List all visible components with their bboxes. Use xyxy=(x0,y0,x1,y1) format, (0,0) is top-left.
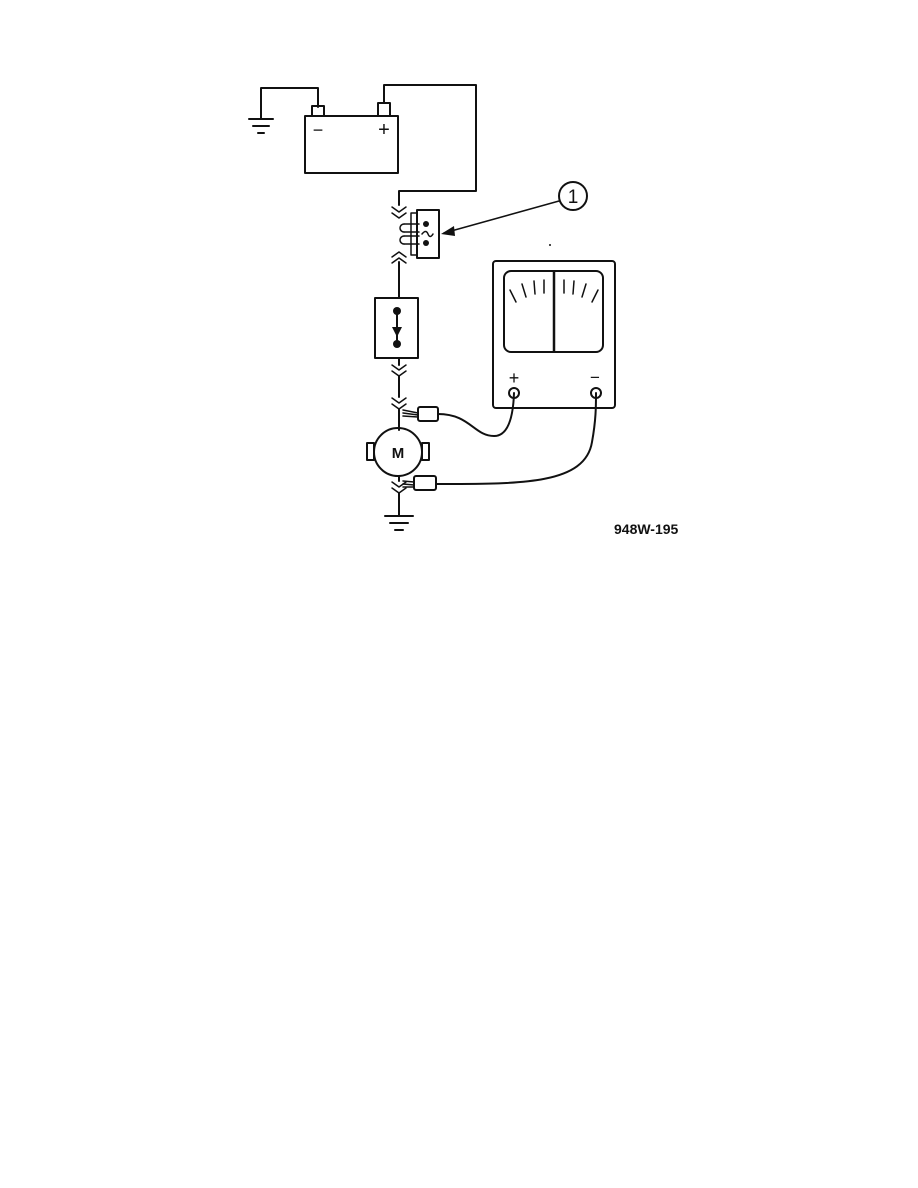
battery-positive-terminal xyxy=(377,102,391,117)
figure-id-label: 948W-195 xyxy=(614,521,679,537)
callout-arrowhead xyxy=(441,226,455,236)
battery-positive-label: + xyxy=(378,119,390,141)
battery-negative-label: − xyxy=(313,120,324,140)
motor: M xyxy=(366,427,430,477)
connector-above-motor xyxy=(391,397,407,410)
motor-label: M xyxy=(392,445,405,462)
meter-scale xyxy=(509,279,599,303)
battery: − + xyxy=(304,102,399,174)
switch-box xyxy=(374,297,419,359)
fuse xyxy=(399,209,440,259)
connector-below-switch xyxy=(391,364,407,377)
meter-positive-label: + xyxy=(509,368,520,388)
battery-positive-wire xyxy=(383,84,477,206)
voltmeter: + − xyxy=(492,260,616,409)
connector-above-fuse xyxy=(391,206,407,219)
battery-negative-terminal xyxy=(311,105,325,117)
meter-negative-label: − xyxy=(590,368,600,387)
meter-face xyxy=(503,270,604,353)
positive-test-probe xyxy=(402,392,515,437)
meter-negative-terminal xyxy=(590,387,602,399)
callout-number: 1 xyxy=(568,187,579,208)
callout-leader-line xyxy=(443,200,560,234)
callout-1: 1 xyxy=(441,181,588,236)
meter-positive-terminal xyxy=(508,387,520,399)
negative-test-probe xyxy=(402,392,597,491)
connector-below-fuse xyxy=(391,251,407,264)
motor-ground-symbol xyxy=(384,492,414,531)
battery-ground-symbol xyxy=(248,87,319,134)
